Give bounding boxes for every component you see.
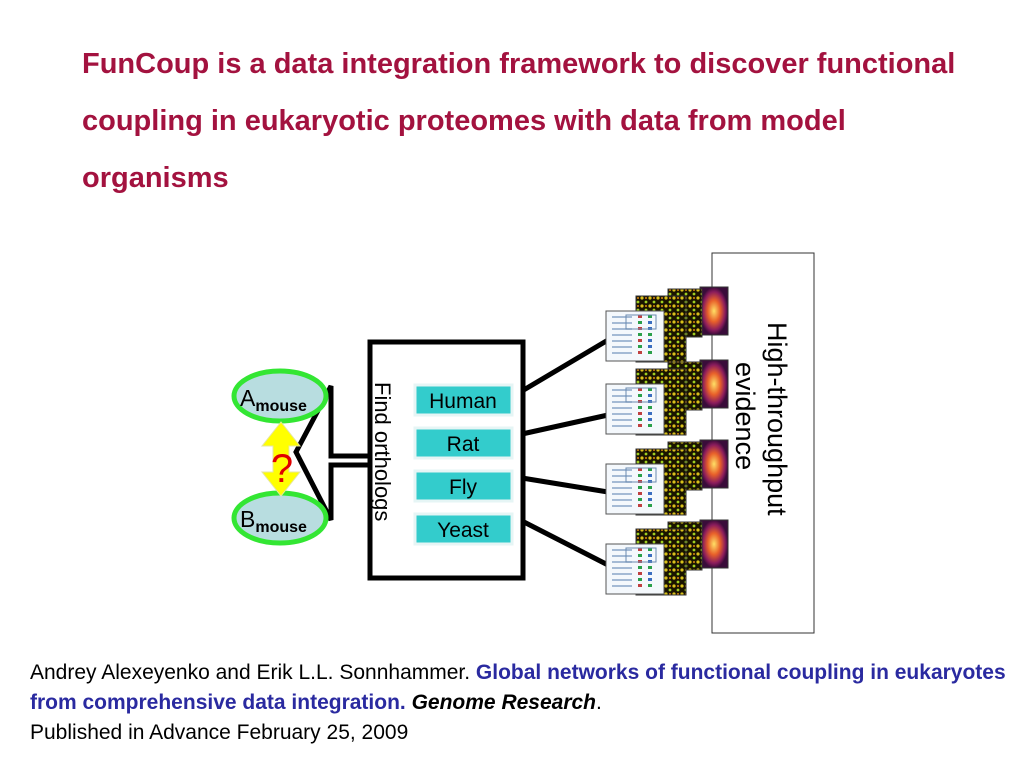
- organism-box-human: [413, 383, 514, 417]
- organism-list: Human Rat Fly Yeast: [413, 383, 514, 546]
- citation: Andrey Alexeyenko and Erik L.L. Sonnhamm…: [30, 658, 1020, 748]
- node-b-label: Bmouse: [240, 506, 307, 536]
- organism-label-yeast: Yeast: [437, 519, 489, 542]
- citation-published: Published in Advance February 25, 2009: [30, 721, 409, 744]
- evidence-stack: [605, 359, 729, 436]
- question-mark: ?: [271, 447, 293, 491]
- evidence-stack: [605, 286, 729, 363]
- organism-box-fly: [413, 469, 514, 503]
- citation-journal: Genome Research: [411, 691, 597, 714]
- node-b-letter: B: [240, 506, 255, 532]
- citation-paper-title[interactable]: Global networks of functional coupling i…: [30, 661, 1006, 714]
- citation-period: .: [596, 691, 602, 714]
- evidence-box: [711, 252, 815, 634]
- find-orthologs-label: Find orthologs: [370, 382, 395, 521]
- heatmap-image: [699, 439, 729, 489]
- evidence-label: High-throughput evidence: [730, 322, 792, 523]
- organism-label-rat: Rat: [447, 433, 480, 456]
- evidence-stack: [605, 439, 729, 516]
- node-a-letter: A: [240, 385, 256, 411]
- organism-box-yeast: [413, 512, 514, 546]
- evidence-stack: [605, 519, 729, 596]
- organism-label-human: Human: [429, 390, 497, 413]
- citation-authors: Andrey Alexeyenko and Erik L.L. Sonnhamm…: [30, 661, 476, 684]
- double-arrow-icon: [260, 421, 302, 497]
- node-a-subscript: mouse: [255, 398, 307, 415]
- node-b-subscript: mouse: [255, 519, 307, 536]
- slide-title: FunCoup is a data integration framework …: [82, 48, 956, 194]
- heatmap-image: [699, 359, 729, 409]
- organism-box-rat: [413, 426, 514, 460]
- node-a-label: Amouse: [240, 385, 307, 415]
- heatmap-image: [699, 519, 729, 569]
- node-a-mouse: [231, 368, 329, 424]
- evidence-label-line2: evidence: [730, 362, 760, 470]
- evidence-connectors: [520, 337, 610, 568]
- evidence-label-line1: High-throughput: [762, 322, 792, 516]
- bracket-connector: [293, 384, 371, 522]
- heatmap-image: [699, 286, 729, 336]
- evidence-image-stacks: [605, 286, 729, 596]
- organism-label-fly: Fly: [449, 476, 477, 499]
